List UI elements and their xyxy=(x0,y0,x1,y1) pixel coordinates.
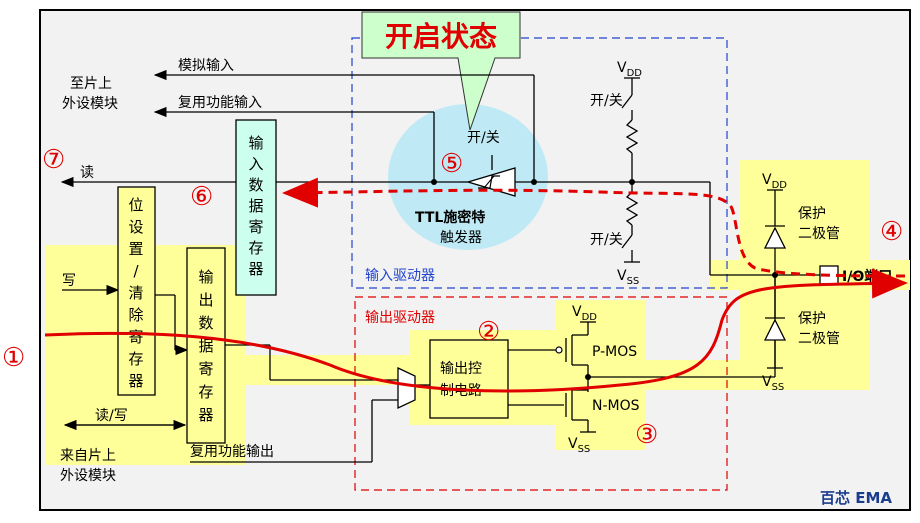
schmitt-switch-label: 开/关 xyxy=(467,130,500,146)
output-control-block xyxy=(429,339,509,419)
read-write-label: 读/写 xyxy=(95,407,128,424)
input-driver-box xyxy=(351,37,728,289)
marker-6: ⑥ xyxy=(190,182,213,212)
idr-register xyxy=(235,119,277,296)
bsrr-text-char: / xyxy=(133,262,139,280)
vdd-pmos-label: VDD xyxy=(572,304,597,323)
from-peripheral-label-1: 来自片上 xyxy=(60,448,116,464)
odr-register xyxy=(186,247,226,444)
alt-func-output-label: 复用功能输出 xyxy=(190,443,274,460)
bsrr-text-char: 除 xyxy=(128,306,143,324)
odr-text-char: 器 xyxy=(198,406,213,424)
vdd-top-label: VDD xyxy=(617,60,642,79)
bsrr-text-char: 置 xyxy=(128,240,143,258)
bsrr-text-char: 存 xyxy=(128,350,143,368)
rails xyxy=(580,77,783,433)
output-driver-box xyxy=(354,296,728,491)
odr-text-char: 寄 xyxy=(198,360,213,378)
idr-text-char: 存 xyxy=(248,239,263,257)
idr-text-char: 输 xyxy=(248,134,263,152)
idr-text-char: 据 xyxy=(248,197,263,215)
odr-text-char: 输 xyxy=(198,268,213,286)
odr-text-char: 出 xyxy=(198,291,213,309)
callout-title: 开启状态 xyxy=(385,20,497,53)
odr-text-char: 据 xyxy=(198,337,213,355)
output-ctrl-label-1: 输出控 xyxy=(440,361,482,377)
marker-7: ⑦ xyxy=(42,145,65,175)
marker-1: ① xyxy=(2,343,25,373)
bsrr-text-char: 位 xyxy=(128,196,143,214)
pullup-switch-label: 开/关 xyxy=(590,93,623,109)
marker-2: ② xyxy=(477,317,500,347)
idr-text-char: 寄 xyxy=(248,218,263,236)
idr-text-char: 入 xyxy=(248,155,263,173)
analog-input-label: 模拟输入 xyxy=(178,58,234,74)
schmitt-trigger xyxy=(460,155,516,197)
schmitt-label-1: TTL施密特 xyxy=(415,209,485,226)
vdd-diode-label: VDD xyxy=(762,172,787,191)
input-signal-path xyxy=(282,177,906,278)
read-label: 读 xyxy=(80,164,94,181)
pmos-gate-bubble xyxy=(555,346,563,354)
input-driver-label: 输入驱动器 xyxy=(365,268,435,284)
open-state-callout: 开启状态 xyxy=(361,11,521,131)
protection-label-bottom-2: 二极管 xyxy=(798,331,840,347)
protection-diodes xyxy=(763,212,787,341)
idr-text-char: 数 xyxy=(248,176,263,194)
to-peripheral-label-1: 至片上 xyxy=(70,76,112,92)
nmos-label: N-MOS xyxy=(592,398,640,414)
output-driver-label: 输出驱动器 xyxy=(365,310,435,326)
brand-logo: 百芯 EMA xyxy=(820,489,892,507)
protection-label-bottom-1: 保护 xyxy=(798,311,826,327)
from-peripheral-label-2: 外设模块 xyxy=(60,468,116,484)
vss-input-label: VSS xyxy=(617,268,639,287)
marker-3: ③ xyxy=(635,420,658,450)
bsrr-text-char: 清 xyxy=(128,284,143,302)
vss-nmos-label: VSS xyxy=(568,436,590,455)
marker-5: ⑤ xyxy=(440,149,463,179)
write-label: 写 xyxy=(62,273,76,289)
vss-diode-label: VSS xyxy=(762,374,784,393)
schmitt-highlight-bubble xyxy=(388,104,548,250)
output-mux xyxy=(397,366,416,410)
bsrr-text-char: 器 xyxy=(128,372,143,390)
idr-text-char: 器 xyxy=(248,260,263,278)
pmos-label: P-MOS xyxy=(592,344,637,360)
alt-func-input-label: 复用功能输入 xyxy=(178,94,262,111)
protection-label-top-2: 二极管 xyxy=(798,226,840,242)
odr-text-char: 存 xyxy=(198,383,213,401)
bsrr-register xyxy=(117,186,156,396)
bsrr-text-char: 寄 xyxy=(128,328,143,346)
output-signal-path xyxy=(44,268,908,393)
schmitt-label-2: 触发器 xyxy=(440,230,482,246)
protection-label-top-1: 保护 xyxy=(798,206,826,222)
bsrr-text-char: 设 xyxy=(128,218,143,236)
marker-4: ④ xyxy=(880,217,903,247)
to-peripheral-label-2: 外设模块 xyxy=(62,96,118,112)
pulldown-switch-label: 开/关 xyxy=(590,232,623,248)
junction-dots xyxy=(431,179,778,380)
odr-text-char: 数 xyxy=(198,314,213,332)
